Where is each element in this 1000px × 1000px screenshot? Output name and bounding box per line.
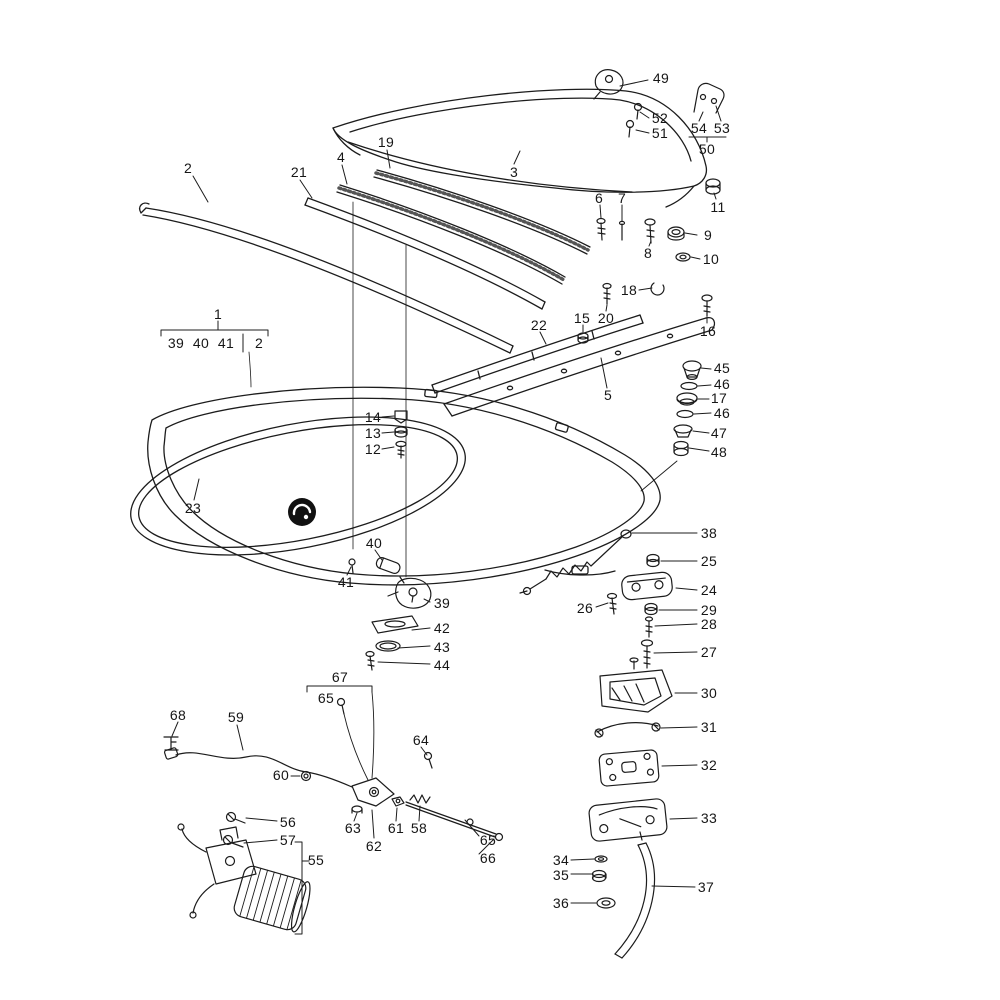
seal-strip-part-4	[336, 184, 566, 285]
part-label-12: 12	[364, 441, 382, 457]
part-label-28: 28	[700, 616, 718, 632]
lid-seal-part-23	[130, 416, 466, 556]
part-label-35: 35	[552, 867, 570, 883]
part-label-37: 37	[697, 879, 715, 895]
part-label-18: 18	[620, 282, 638, 298]
part-label-4: 4	[336, 149, 346, 165]
part-label-27: 27	[700, 644, 718, 660]
part-label-63: 63	[344, 820, 362, 836]
construction-lines	[248, 201, 407, 578]
part-label-19: 19	[377, 134, 395, 150]
part-label-50: 50	[698, 141, 716, 157]
part-label-42: 42	[433, 620, 451, 636]
part-label-51: 51	[651, 125, 669, 141]
part-label-36: 36	[552, 895, 570, 911]
part-label-32: 32	[700, 757, 718, 773]
part-label-40-cylinder: 40	[365, 535, 383, 551]
part-label-41-group: 41	[217, 335, 235, 351]
part-label-26: 26	[576, 600, 594, 616]
gasket-strip-part-22	[431, 314, 644, 394]
part-label-34: 34	[552, 852, 570, 868]
part-label-62: 62	[365, 838, 383, 854]
part-label-43: 43	[433, 639, 451, 655]
part-label-15: 15	[573, 310, 591, 326]
part-label-60: 60	[272, 767, 290, 783]
part-label-1: 1	[213, 306, 223, 322]
release-cable-assembly	[163, 691, 504, 842]
part-label-25: 25	[700, 553, 718, 569]
part-label-46-b: 46	[713, 405, 731, 421]
part-label-2-group: 2	[254, 335, 264, 351]
fastener-stack-45-48	[640, 360, 702, 492]
part-label-30: 30	[700, 685, 718, 701]
engine-lid-part-1	[147, 386, 661, 586]
part-label-66: 66	[479, 850, 497, 866]
part-label-22: 22	[530, 317, 548, 333]
part-label-61: 61	[387, 820, 405, 836]
part-label-57: 57	[279, 832, 297, 848]
part-label-29: 29	[700, 602, 718, 618]
pump-assembly-part-55	[177, 811, 311, 935]
latch-parts-30-37	[588, 657, 673, 959]
part-label-64: 64	[412, 732, 430, 748]
part-label-45: 45	[713, 360, 731, 376]
part-label-41-screw: 41	[337, 574, 355, 590]
part-label-6: 6	[594, 190, 604, 206]
part-label-46-a: 46	[713, 376, 731, 392]
part-label-2-molding: 2	[183, 160, 193, 176]
part-label-16: 16	[699, 323, 717, 339]
part-label-53: 53	[713, 120, 731, 136]
molding-strip-part-2	[139, 202, 514, 354]
part-label-39-lock: 39	[433, 595, 451, 611]
part-label-39-group: 39	[167, 335, 185, 351]
part-label-14: 14	[364, 409, 382, 425]
part-label-40-group: 40	[192, 335, 210, 351]
part-label-21: 21	[290, 164, 308, 180]
part-label-11: 11	[710, 199, 726, 215]
part-label-65-a: 65	[317, 690, 335, 706]
part-label-49: 49	[652, 70, 670, 86]
part-label-56: 56	[279, 814, 297, 830]
part-label-3: 3	[509, 164, 519, 180]
part-label-58: 58	[410, 820, 428, 836]
part-label-7: 7	[617, 190, 627, 206]
leader-lines	[160, 79, 727, 904]
part-label-5: 5	[603, 387, 613, 403]
part-label-24: 24	[700, 582, 718, 598]
part-label-52: 52	[651, 110, 669, 126]
fastener-stack-12-14	[394, 410, 408, 459]
part-label-31: 31	[700, 719, 718, 735]
part-label-65-b: 65	[479, 832, 497, 848]
part-label-10: 10	[702, 251, 720, 267]
top-right-fasteners	[577, 69, 725, 344]
part-label-44: 44	[433, 657, 451, 673]
part-label-59: 59	[227, 709, 245, 725]
lock-assembly	[348, 529, 632, 671]
part-label-20: 20	[597, 310, 615, 326]
trim-strip-part-21	[304, 197, 546, 310]
part-label-47: 47	[710, 425, 728, 441]
hinge-bracket-parts-24-29	[606, 553, 673, 669]
part-label-54: 54	[690, 120, 708, 136]
part-label-8: 8	[643, 245, 653, 261]
base-trim-part-5	[443, 317, 716, 417]
spoiler-blade-part-3	[332, 88, 708, 208]
seal-strip-part-19	[373, 169, 591, 255]
part-label-48: 48	[710, 444, 728, 460]
part-label-67: 67	[331, 669, 349, 685]
part-label-33: 33	[700, 810, 718, 826]
part-label-13: 13	[364, 425, 382, 441]
part-label-9: 9	[703, 227, 713, 243]
part-label-68: 68	[169, 707, 187, 723]
part-label-23: 23	[184, 500, 202, 516]
part-label-17: 17	[710, 390, 728, 406]
part-label-38: 38	[700, 525, 718, 541]
part-label-55: 55	[307, 852, 325, 868]
brand-mark	[288, 498, 316, 526]
